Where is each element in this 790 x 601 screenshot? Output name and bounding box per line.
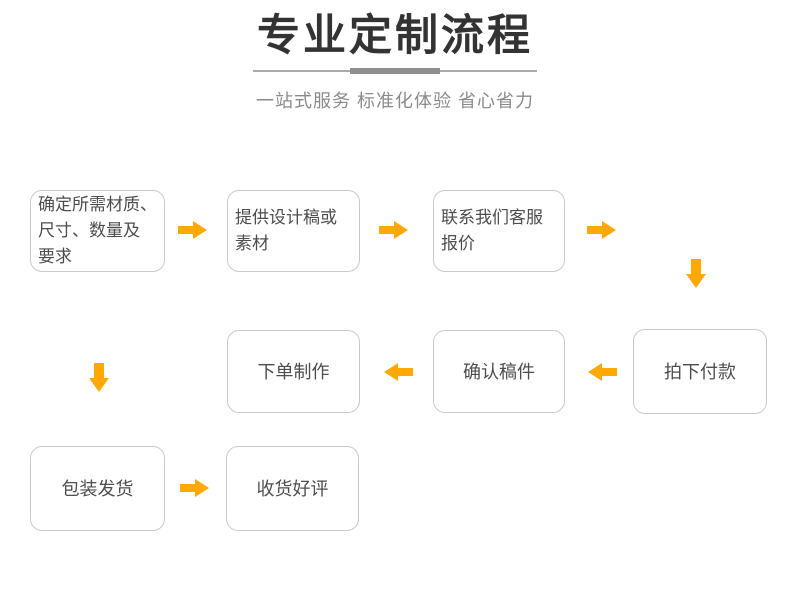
step-box-design-files: 提供设计稿或 素材 [227,190,360,272]
arrow-left-icon [588,363,617,381]
arrow-right-icon [587,221,616,239]
step-box-requirements: 确定所需材质、 尺寸、数量及 要求 [30,190,165,272]
arrow-right-icon [178,221,207,239]
step-box-payment: 拍下付款 [633,329,767,414]
arrow-left-icon [384,363,413,381]
step-box-place-order: 下单制作 [227,330,360,413]
step-box-contact-quote: 联系我们客服 报价 [433,190,565,272]
arrow-down-icon [89,363,109,392]
step-box-pack-ship: 包装发货 [30,446,165,531]
step-box-receive-review: 收货好评 [226,446,359,531]
page-title: 专业定制流程 [257,12,533,60]
arrow-down-icon [686,259,706,288]
arrow-right-icon [379,221,408,239]
title-divider-accent [350,68,440,74]
arrow-right-icon [180,479,209,497]
step-box-confirm-draft: 确认稿件 [433,330,565,413]
page-subtitle: 一站式服务 标准化体验 省心省力 [255,91,534,111]
